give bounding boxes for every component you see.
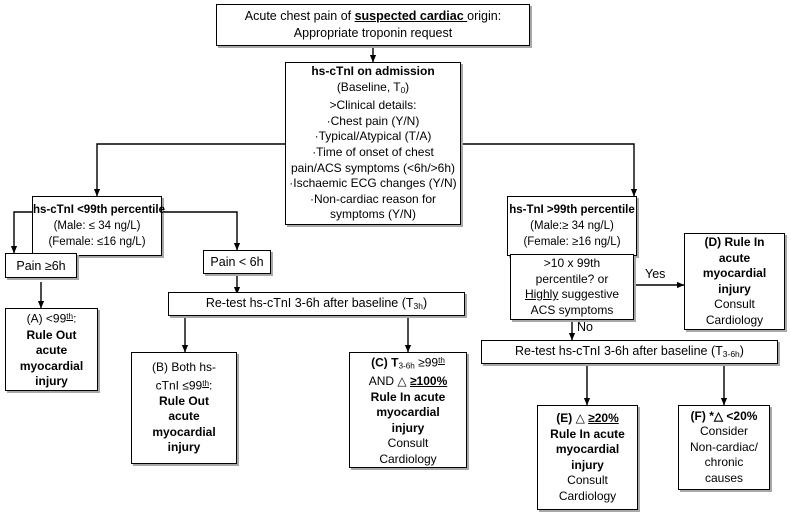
outcome-e-cardiology: Cardiology [558,488,617,503]
outcome-b-line-2: cTnI ≤99th: [155,378,213,393]
outcome-a-line-2: myocardial [19,358,84,373]
node-outcome-b: (B) Both hs- cTnI ≤99th: Rule Out acute … [131,352,237,464]
retest-right-label: Re-test hs-cTnI 3-6h after baseline (T3-… [515,344,744,360]
outcome-f-line-2: chronic [704,455,744,470]
outcome-b-line-4: myocardial [152,424,216,439]
admission-bullet-6: symptoms (Y/N) [329,207,416,222]
outcome-e-consult: Consult [567,473,608,487]
outcome-c-line-2: injury [391,420,425,435]
outcome-d-consult: Consult [714,297,755,311]
outcome-b-line-5: injury [167,440,201,455]
outcome-a-line-3: injury [35,374,68,389]
outcome-f-line-0: Consider [699,424,749,439]
start-line-1: Acute chest pain of suspected cardiac or… [244,9,502,23]
node-right-percentile: hs-TnI >99th percentile (Male:≥ 34 ng/L)… [507,196,637,256]
node-pain-lt-6h: Pain < 6h [203,250,271,274]
outcome-d-line-0: (D) Rule In [704,235,765,249]
node-pain-ge-6h: Pain ≥6h [5,253,77,278]
outcome-d-cardiology: Cardiology [705,312,764,327]
admission-bullet-3: pain/ACS symptoms (<6h/>6h) [290,160,456,175]
outcome-e-tag: (E) △ ≥20% [556,411,619,425]
outcome-c-line-1: myocardial [376,405,440,420]
pain-lt-6h-label: Pain < 6h [210,255,264,269]
decision-line-1: >10 x 99th [543,256,601,270]
right-percentile-heading: hs-TnI >99th percentile [509,204,635,216]
outcome-a-line-1: acute [35,343,68,358]
node-outcome-e: (E) △ ≥20% Rule In acute myocardial inju… [537,405,638,510]
node-outcome-c: (C) T3-6h ≥99th AND △ ≥100% Rule In acut… [349,352,467,468]
outcome-d-line-3: injury [718,281,751,296]
admission-clinical: >Clinical details: [329,98,417,113]
left-percentile-heading: hs-cTnI <99th percentile [33,204,165,216]
right-percentile-female: (Female: ≥16 ng/L) [523,236,621,248]
admission-bullet-2: ·Time of onset of chest [312,145,434,160]
edge-label-no: No [577,320,593,334]
decision-line-4: ACS symptoms [530,302,614,317]
retest-left-label: Re-test hs-cTnI 3-6h after baseline (T3h… [205,296,428,312]
node-retest-right: Re-test hs-cTnI 3-6h after baseline (T3-… [481,340,778,364]
admission-bullet-4: ·Ischaemic ECG changes (Y/N) [289,176,457,191]
start-line-2: Appropriate troponin request [293,26,453,40]
outcome-e-line-1: myocardial [555,442,620,456]
left-percentile-female: (Female: ≤16 ng/L) [48,236,146,248]
outcome-c-consult: Consult [387,436,429,451]
outcome-e-line-0: Rule In acute [550,426,625,441]
node-left-percentile: hs-cTnI <99th percentile (Male: ≤ 34 ng/… [32,196,165,256]
admission-bullet-0: ·Chest pain (Y/N) [326,113,420,128]
node-admission: hs-cTnI on admission (Baseline, T0) >Cli… [285,62,461,225]
outcome-a-tag: (A) <99th: [26,312,77,327]
outcome-e-line-2: injury [571,457,604,472]
outcome-b-line-1: (B) Both hs- [151,360,217,375]
outcome-f-line-1: Non-cardiac/ [689,439,759,454]
decision-line-2: percentile? or [535,271,609,286]
outcome-f-line-3: causes [704,470,744,485]
right-percentile-male: (Male:≥ 34 ng/L) [530,220,614,232]
node-decision-10x: >10 x 99th percentile? or Highly suggest… [510,254,634,320]
node-outcome-f: (F) *△ <20% Consider Non-cardiac/ chroni… [678,405,770,490]
left-percentile-male: (Male: ≤ 34 ng/L) [53,220,141,232]
edge-label-yes: Yes [645,267,666,281]
outcome-d-line-2: myocardial [702,266,767,280]
outcome-f-tag: (F) *△ <20% [690,408,758,423]
decision-line-3: Highly suggestive [524,287,620,301]
admission-heading: hs-cTnI on admission [311,64,435,79]
outcome-c-cardiology: Cardiology [379,451,437,466]
outcome-a-line-0: Rule Out [26,327,77,342]
node-retest-left: Re-test hs-cTnI 3-6h after baseline (T3h… [168,292,465,316]
node-outcome-a: (A) <99th: Rule Out acute myocardial inj… [5,308,98,391]
outcome-c-delta: AND △ ≥100% [368,374,448,389]
admission-bullet-5: ·Non-cardiac reason for [309,191,437,206]
admission-baseline: (Baseline, T0) [336,79,410,95]
admission-bullet-1: ·Typical/Atypical (T/A) [314,129,432,144]
outcome-b-line-0: Rule Out [159,393,209,408]
outcome-d-line-1: acute [718,250,751,265]
outcome-c-line-0: Rule In acute [370,389,446,404]
pain-ge-6h-label: Pain ≥6h [16,258,66,273]
node-outcome-d: (D) Rule In acute myocardial injury Cons… [684,233,785,330]
outcome-b-line-3: acute [168,409,200,424]
outcome-c-tag: (C) T3-6h ≥99th [371,355,445,371]
node-start: Acute chest pain of suspected cardiac or… [216,4,530,46]
